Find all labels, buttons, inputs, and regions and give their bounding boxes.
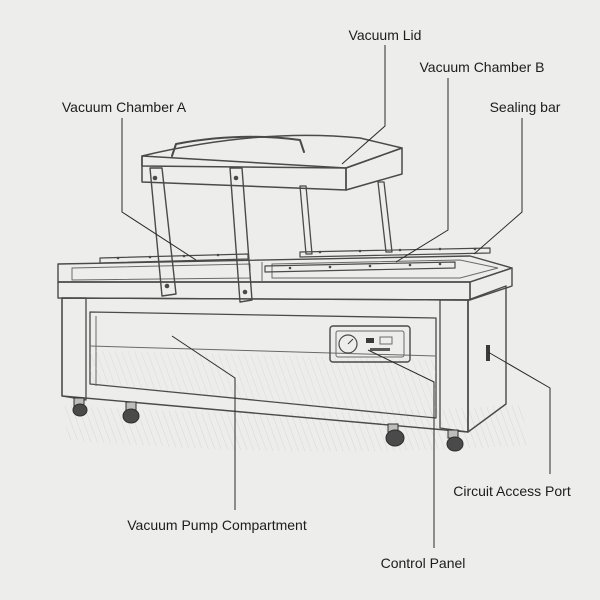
- lid-assembly: [141, 134, 403, 303]
- label-sealing-bar: Sealing bar: [490, 99, 561, 115]
- button-icon: [366, 338, 374, 343]
- label-vacuum-pump-compartment: Vacuum Pump Compartment: [127, 517, 307, 533]
- label-vacuum-chamber-a: Vacuum Chamber A: [62, 99, 187, 115]
- lid-front: [141, 155, 347, 191]
- leader-lines: [121, 45, 551, 548]
- label-circuit-access-port: Circuit Access Port: [453, 483, 571, 499]
- sealing-bar-a: [99, 253, 249, 264]
- circuit-access-port-slot: [486, 345, 490, 361]
- pressure-gauge-icon: [338, 334, 358, 354]
- leader-vacuum-chamber-b: [395, 78, 449, 263]
- lid-arm-left: [149, 167, 177, 297]
- leader-vacuum-pump-compartment: [171, 335, 236, 510]
- leader-vacuum-lid: [341, 45, 386, 165]
- sealing-bar-bolts: [116, 247, 477, 270]
- lid-top: [141, 134, 403, 169]
- leader-control-panel: [367, 349, 435, 548]
- label-control-panel: Control Panel: [381, 555, 466, 571]
- leader-circuit-access-port: [487, 351, 551, 474]
- display-icon: [379, 336, 393, 345]
- lid-side: [345, 147, 403, 191]
- worktop-side-edge: [469, 267, 513, 301]
- sealing-bar-b-front: [264, 261, 456, 273]
- labels: Vacuum Lid Vacuum Chamber B Vacuum Chamb…: [62, 27, 571, 571]
- label-vacuum-chamber-b: Vacuum Chamber B: [419, 59, 544, 75]
- caster-wheels: [72, 397, 464, 452]
- leader-sealing-bar: [473, 118, 523, 255]
- control-panel-unit: [329, 325, 411, 363]
- worktop-front-edge: [57, 281, 471, 301]
- lid-arm-right: [229, 167, 253, 303]
- cabinet-side: [467, 285, 507, 433]
- sealing-bar-b-rear: [299, 247, 491, 258]
- label-vacuum-lid: Vacuum Lid: [349, 27, 422, 43]
- machine-body: [57, 247, 513, 452]
- floor-shadow: [60, 405, 530, 452]
- leader-vacuum-chamber-a: [121, 118, 197, 261]
